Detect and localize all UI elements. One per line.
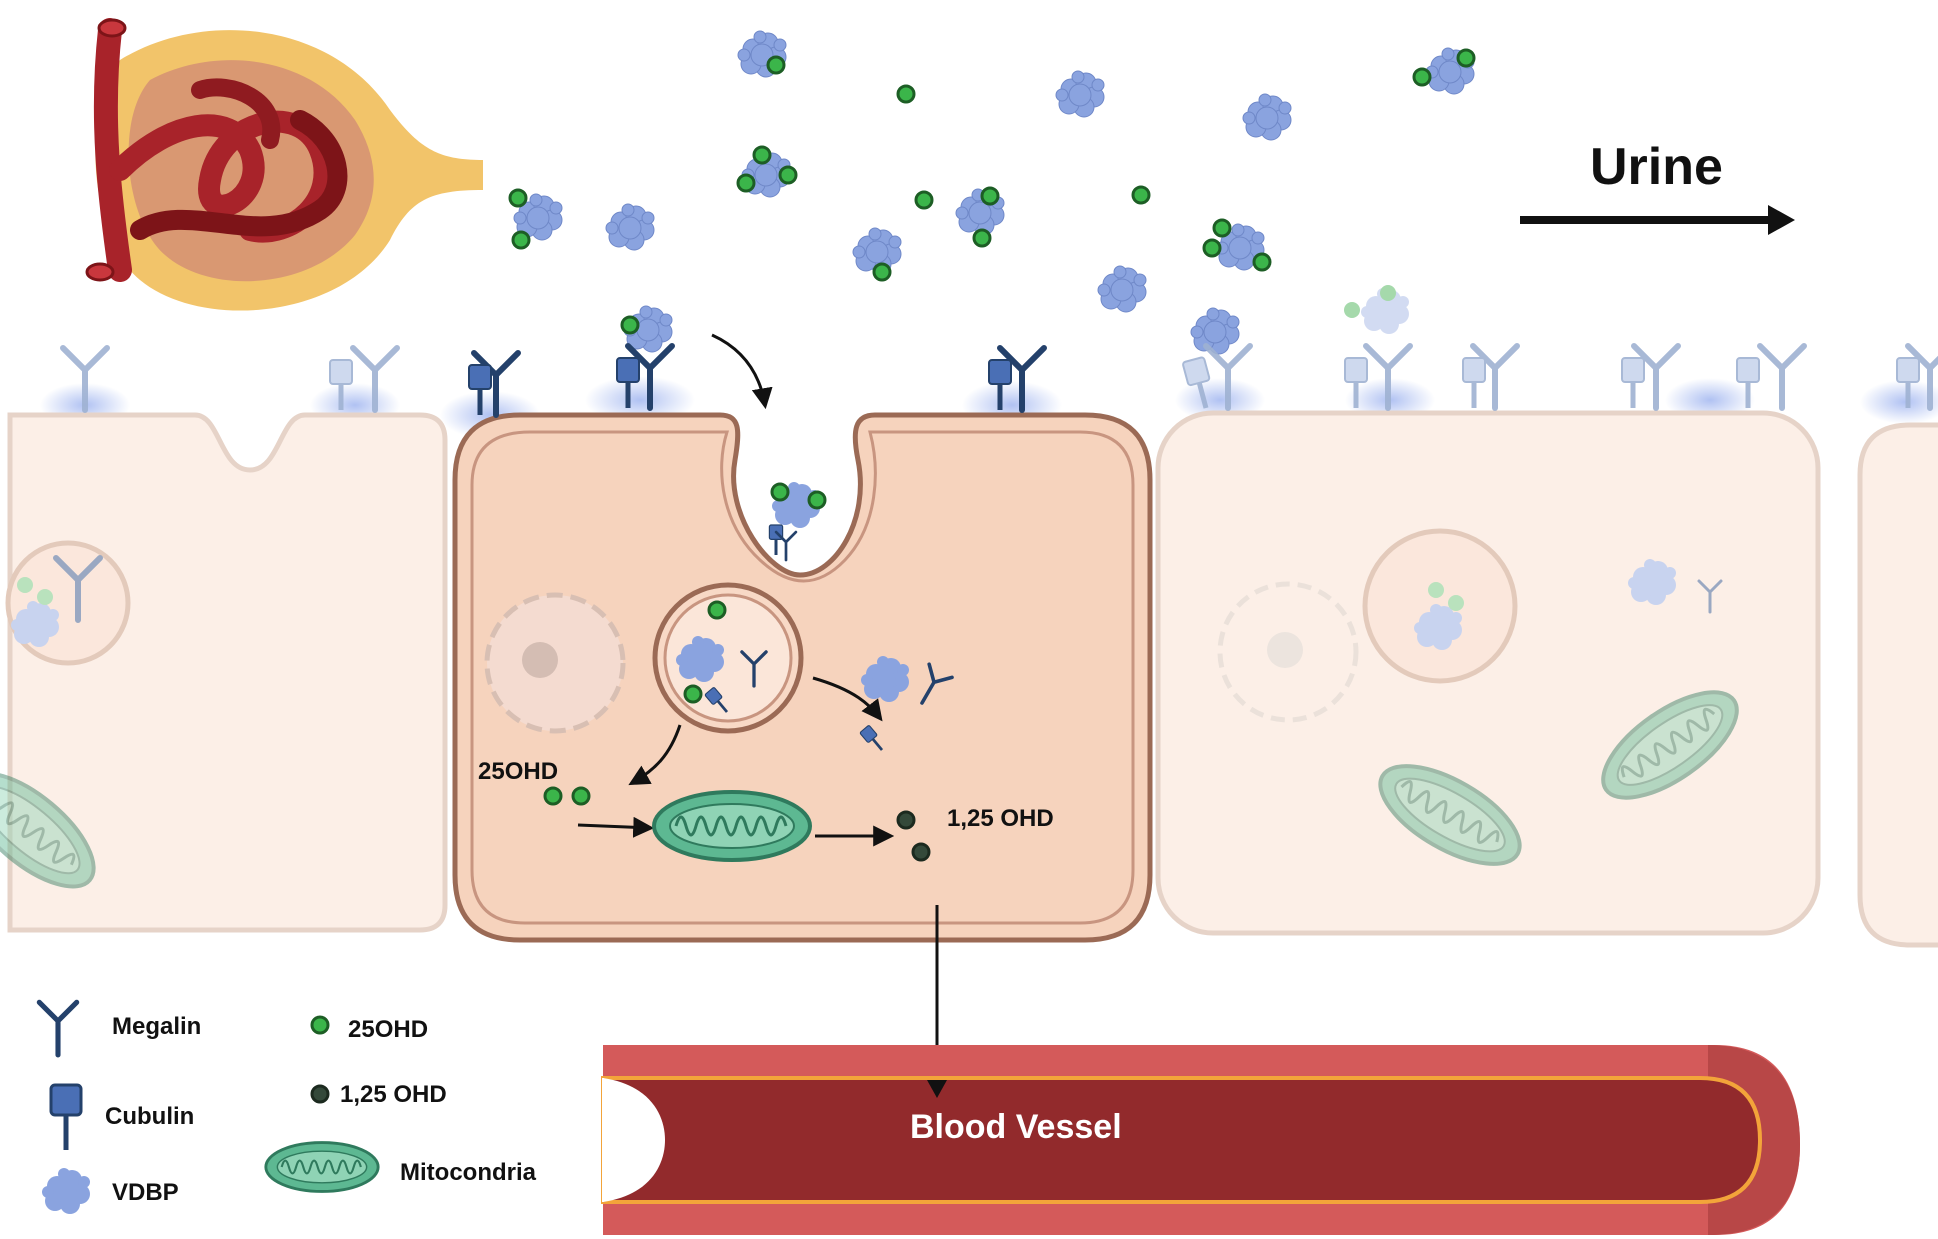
faded-cell-right [1155,410,1821,936]
cell-125ohd-label: 1,25 OHD [947,805,1054,832]
legend-25ohd-label: 25OHD [348,1016,428,1043]
mitochondrion-icon [264,1141,380,1193]
cell-125ohd-dots [896,810,931,862]
endocytic-pit-contents [767,482,827,562]
blood-vessel [601,1045,1800,1235]
active-tubular-cell [452,412,1153,943]
cell-25ohd-dots [543,786,591,806]
legend: Megalin Cubulin VDBP 25OHD 1,25 OHD Mito… [39,1002,537,1214]
urine-label: Urine [1590,138,1723,196]
vesicle-contents [676,600,768,718]
megalin-icon [39,1002,76,1055]
faded-cell-far-right [1857,422,1938,948]
mitochondrion-active [652,790,812,862]
protein-cluster-icon [42,1168,90,1214]
legend-mitocondria-label: Mitocondria [400,1159,537,1186]
pathway-arrows [577,333,948,1100]
glomerulus-illustration [85,18,483,311]
urine-molecules [508,30,1476,355]
legend-cubulin-label: Cubulin [105,1103,194,1130]
legend-megalin-label: Megalin [112,1013,201,1040]
dark-dot-icon [310,1084,330,1104]
legend-125ohd-label: 1,25 OHD [340,1081,447,1108]
cubulin-icon [49,1083,83,1150]
legend-vdbp-label: VDBP [112,1179,179,1206]
cell-25ohd-label: 25OHD [478,758,558,785]
green-dot-icon [310,1015,330,1035]
faded-cell-left [0,412,448,933]
blood-vessel-label: Blood Vessel [910,1108,1122,1146]
